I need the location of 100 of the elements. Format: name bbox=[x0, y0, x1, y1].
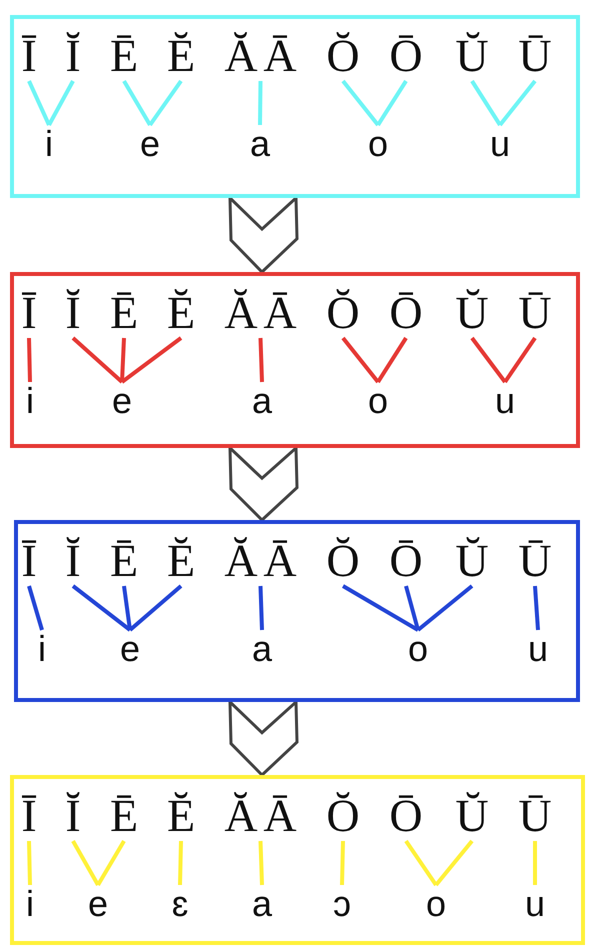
vowel-letter: Ĭ bbox=[65, 33, 81, 79]
connector-line bbox=[27, 585, 44, 631]
vowel-letter: Ū bbox=[518, 290, 552, 336]
vowel-letter: Ă bbox=[224, 538, 258, 584]
vowel-letter: Ŭ bbox=[455, 33, 489, 79]
vowel-letter: Ē bbox=[110, 33, 138, 79]
vowel-letter: Ŭ bbox=[455, 538, 489, 584]
vowel-letter: Ō bbox=[389, 793, 423, 839]
connector-line bbox=[342, 584, 420, 632]
connector-line bbox=[470, 80, 502, 126]
vowel-sound: a bbox=[252, 632, 272, 666]
vowel-sound: a bbox=[252, 887, 272, 921]
panel-frame bbox=[10, 775, 585, 945]
vowel-sound: u bbox=[524, 887, 546, 921]
connector-line bbox=[503, 336, 537, 384]
connector-line bbox=[533, 586, 540, 630]
vowel-sound: ɔ bbox=[333, 887, 351, 921]
vowel-letter: Ā bbox=[263, 290, 297, 336]
vowel-letter: Ĕ bbox=[166, 290, 196, 336]
connector-line bbox=[27, 338, 32, 382]
panel-frame bbox=[10, 272, 580, 448]
panel-frame bbox=[10, 15, 580, 198]
connector-line bbox=[498, 80, 537, 126]
connector-line bbox=[416, 584, 474, 632]
connector-line bbox=[27, 80, 51, 126]
vowel-sound: u bbox=[528, 632, 548, 666]
vowel-letter: Ĭ bbox=[65, 538, 81, 584]
connector-line bbox=[72, 584, 132, 632]
vowel-letter: Ō bbox=[389, 290, 423, 336]
vowel-letter: Ō bbox=[389, 538, 423, 584]
vowel-sound: i bbox=[45, 127, 53, 161]
vowel-letter: Ū bbox=[518, 793, 552, 839]
vowel-sound: o bbox=[426, 887, 446, 921]
vowel-letter: Ā bbox=[263, 793, 297, 839]
vowel-letter: Ŏ bbox=[326, 793, 360, 839]
vowel-letter: Ŏ bbox=[326, 33, 360, 79]
vowel-letter: Ī bbox=[21, 290, 37, 336]
connector-line bbox=[178, 840, 183, 886]
connector-line bbox=[258, 80, 262, 126]
vowel-letter: Ē bbox=[110, 538, 138, 584]
connector-line bbox=[47, 80, 75, 126]
vowel-letter: Ĭ bbox=[65, 290, 81, 336]
vowel-sound: i bbox=[26, 887, 34, 921]
vowel-letter: Ī bbox=[21, 793, 37, 839]
connector-line bbox=[128, 584, 182, 632]
vowel-letter: Ē bbox=[110, 290, 138, 336]
connector-line bbox=[148, 80, 183, 126]
vowel-sound: e bbox=[140, 127, 160, 161]
vowel-letter: Ī bbox=[21, 538, 37, 584]
connector-line bbox=[340, 840, 345, 886]
connector-line bbox=[258, 338, 264, 382]
connector-line bbox=[122, 80, 152, 126]
vowel-letter: Ī bbox=[21, 33, 37, 79]
connector-line bbox=[376, 336, 408, 384]
connector-line bbox=[434, 840, 474, 886]
connector-line bbox=[27, 840, 32, 886]
vowel-letter: Ă bbox=[224, 33, 258, 79]
connector-line bbox=[533, 841, 537, 885]
vowel-sound: ɛ bbox=[172, 887, 188, 921]
connector-line bbox=[341, 80, 380, 126]
connector-line bbox=[404, 585, 420, 631]
connector-line bbox=[470, 336, 507, 384]
vowel-letter: Ē bbox=[110, 793, 138, 839]
connector-line bbox=[341, 336, 380, 384]
vowel-sound: e bbox=[88, 887, 108, 921]
vowel-sound: u bbox=[490, 127, 510, 161]
connector-line bbox=[72, 336, 124, 384]
vowel-letter: Ŭ bbox=[455, 290, 489, 336]
vowel-sound: o bbox=[368, 384, 388, 418]
vowel-sound: a bbox=[252, 384, 272, 418]
vowel-letter: Ĭ bbox=[65, 793, 81, 839]
connector-line bbox=[404, 840, 438, 886]
vowel-sound: i bbox=[38, 632, 46, 666]
panel-frame bbox=[14, 520, 580, 702]
vowel-letter: Ĕ bbox=[166, 538, 196, 584]
vowel-sound: o bbox=[408, 632, 428, 666]
vowel-letter: Ŏ bbox=[326, 290, 360, 336]
vowel-sound: e bbox=[120, 632, 140, 666]
vowel-letter: Ū bbox=[518, 538, 552, 584]
connector-line bbox=[71, 840, 100, 886]
vowel-sound: e bbox=[112, 384, 132, 418]
vowel-letter: Ū bbox=[518, 33, 552, 79]
connector-line bbox=[120, 336, 182, 384]
vowel-letter: Ŭ bbox=[455, 793, 489, 839]
connector-line bbox=[120, 338, 126, 382]
vowel-sound: a bbox=[250, 127, 270, 161]
vowel-letter: Ō bbox=[389, 33, 423, 79]
vowel-letter: Ĕ bbox=[166, 793, 196, 839]
vowel-letter: Ā bbox=[263, 33, 297, 79]
connector-line bbox=[122, 586, 132, 630]
vowel-letter: Ā bbox=[263, 538, 297, 584]
connector-line bbox=[258, 840, 264, 886]
vowel-letter: Ă bbox=[224, 290, 258, 336]
vowel-sound: u bbox=[494, 384, 516, 418]
connector-line bbox=[258, 586, 264, 630]
connector-line bbox=[376, 80, 408, 126]
vowel-letter: Ă bbox=[224, 793, 258, 839]
vowel-letter: Ĕ bbox=[166, 33, 196, 79]
vowel-letter: Ŏ bbox=[326, 538, 360, 584]
vowel-sound: i bbox=[26, 384, 34, 418]
